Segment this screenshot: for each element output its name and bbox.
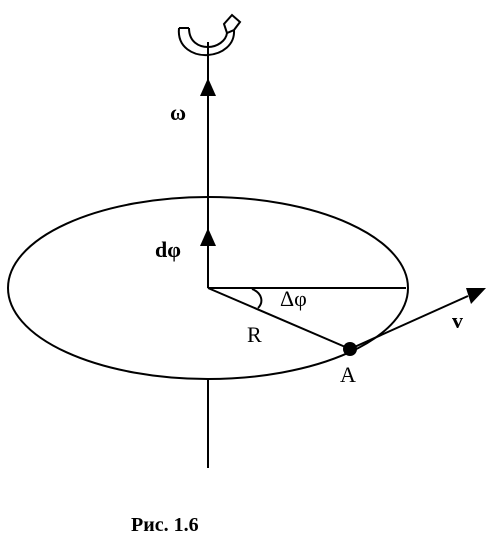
velocity-label: v (452, 308, 463, 333)
angle-arc (251, 288, 263, 309)
figure-caption: Рис. 1.6 (131, 514, 199, 536)
radius-label: R (247, 322, 262, 347)
velocity-vector (349, 295, 469, 350)
velocity-arrowhead (466, 288, 486, 304)
point-a-label: A (340, 362, 356, 387)
delta-phi-label: Δφ (280, 286, 307, 311)
rotation-circle (7, 196, 409, 380)
dphi-label: dφ (155, 237, 181, 262)
radius-to-point-a (207, 287, 351, 350)
point-a-dot (343, 342, 357, 356)
rotation-arrow-icon (177, 13, 242, 57)
omega-label: ω (170, 100, 186, 125)
omega-arrowhead (200, 78, 216, 96)
dphi-arrowhead (200, 228, 216, 246)
